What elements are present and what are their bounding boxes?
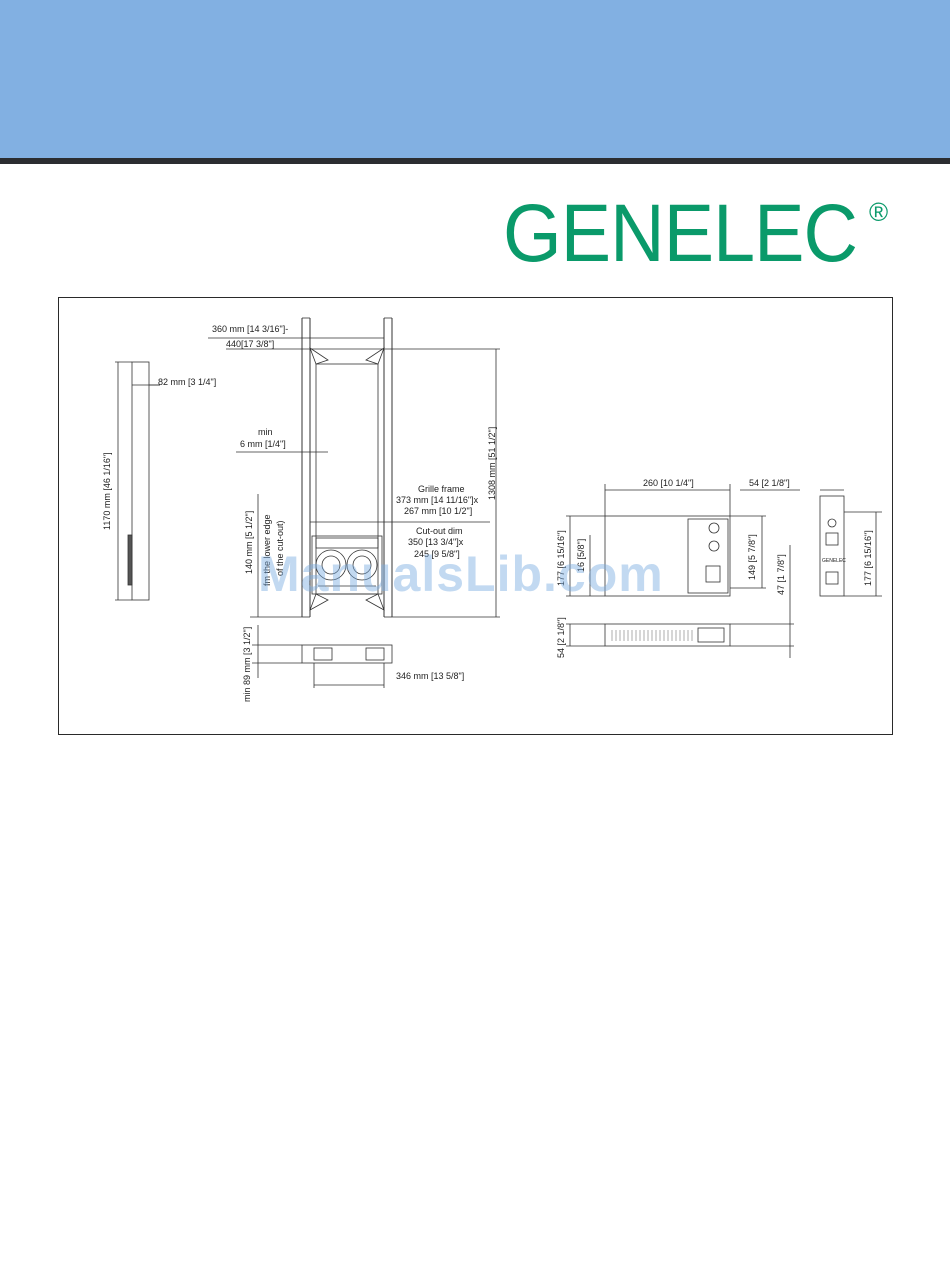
label-amp-54-top: 54 [2 1/8"]: [749, 478, 790, 488]
label-min: min: [258, 427, 273, 437]
label-edge-140: 140 mm [5 1/2"]: [244, 511, 254, 574]
label-amp-16: 16 [5/8"]: [576, 539, 586, 572]
header-band: [0, 0, 950, 158]
label-amp-54-side: 54 [2 1/8"]: [556, 617, 566, 658]
label-cutout-dim: Cut-out dim: [416, 526, 463, 536]
label-height-1170: 1170 mm [46 1/16"]: [102, 452, 112, 530]
amp-front-brand: GENELEC: [822, 558, 846, 564]
label-grille-267: 267 mm [10 1/2"]: [404, 506, 472, 516]
label-height-1308: 1308 mm [51 1/2"]: [487, 427, 497, 500]
registered-mark: ®: [869, 197, 889, 227]
label-amp-149: 149 [5 7/8"]: [747, 534, 757, 580]
label-min-6mm: 6 mm [1/4"]: [240, 439, 286, 449]
label-amp-177-left: 177 [6 15/16"]: [556, 530, 566, 586]
label-width-top: 360 mm [14 3/16"]-: [212, 324, 288, 334]
label-edge-note1: fm the lower edge: [262, 514, 272, 586]
speaker-side-panel: [131, 361, 150, 601]
label-width-346: 346 mm [13 5/8"]: [396, 671, 464, 681]
label-edge-note2: of the cut-out): [275, 520, 285, 576]
label-grille-373: 373 mm [14 11/16"]x: [396, 495, 479, 505]
label-grille-frame: Grille frame: [418, 484, 465, 494]
label-cutout-245: 245 [9 5/8"]: [414, 549, 460, 559]
label-amp-47: 47 [1 7/8"]: [776, 554, 786, 595]
watermark: ManualsLib.com: [258, 546, 664, 602]
label-width-top2: 440[17 3/8"]: [226, 339, 274, 349]
label-amp-177-right: 177 [6 15/16"]: [863, 530, 873, 586]
label-amp-260: 260 [10 1/4"]: [643, 478, 694, 488]
header-rule: [0, 158, 950, 164]
genelec-logo: GENELEC: [503, 188, 858, 279]
label-cutout-350: 350 [13 3/4"]x: [408, 537, 464, 547]
label-min-89: min 89 mm [3 1/2"]: [242, 627, 252, 702]
label-depth-82: 82 mm [3 1/4"]: [158, 377, 216, 387]
